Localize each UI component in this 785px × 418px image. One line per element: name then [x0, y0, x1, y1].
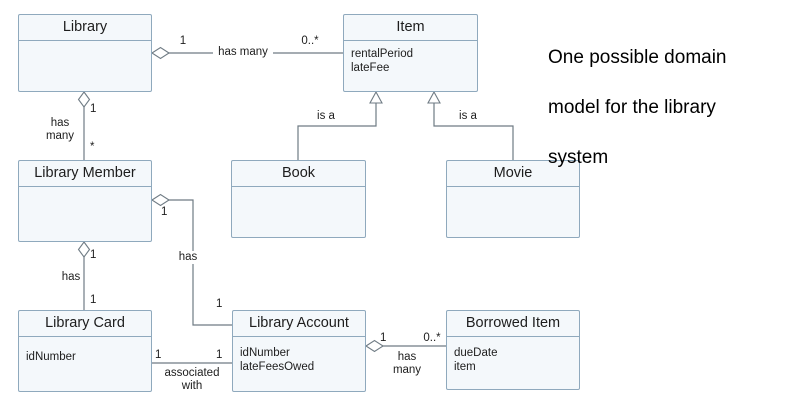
class-title-library-card: Library Card — [19, 311, 151, 337]
class-box-item[interactable]: Item rentalPeriod lateFee — [343, 14, 478, 92]
class-attributes-item: rentalPeriod lateFee — [344, 41, 477, 75]
class-attributes-library-card: idNumber — [19, 337, 151, 364]
aggregation-diamond-icon — [150, 46, 171, 60]
class-title-borrowed-item: Borrowed Item — [447, 311, 579, 337]
multiplicity-member-to-account-target: 1 — [216, 298, 223, 310]
edge-member-has-card — [77, 241, 91, 310]
edge-library-has-many-member — [77, 91, 91, 160]
class-title-movie: Movie — [447, 161, 579, 187]
edge-account-has-many-borrowed — [364, 339, 446, 353]
attribute-item: item — [454, 361, 476, 373]
edge-label-has-member-card: has — [61, 271, 81, 283]
edge-label-is-a-book: is a — [313, 110, 339, 123]
class-title-book: Book — [232, 161, 365, 187]
multiplicity-account-to-borrowed-target: 0..* — [423, 332, 441, 344]
multiplicity-library-to-member-target: * — [90, 141, 95, 153]
multiplicity-member-to-account-source: 1 — [161, 206, 168, 218]
class-attributes-borrowed-item: dueDate item — [447, 337, 579, 374]
multiplicity-card-to-account-target: 1 — [216, 349, 223, 361]
class-attributes-library-member — [19, 187, 151, 193]
class-box-library-card[interactable]: Library Card idNumber — [18, 310, 152, 392]
class-title-library: Library — [19, 15, 151, 41]
generalization-triangle-icon — [427, 90, 441, 104]
aggregation-diamond-icon — [364, 339, 385, 353]
aggregation-diamond-icon — [150, 193, 171, 207]
class-box-book[interactable]: Book — [231, 160, 366, 238]
class-title-library-account: Library Account — [233, 311, 365, 337]
class-title-item: Item — [344, 15, 477, 41]
attribute-late-fees-owed: lateFeesOwed — [240, 361, 315, 373]
caption-line-2: model for the library — [548, 97, 716, 118]
multiplicity-library-to-member-source: 1 — [90, 103, 97, 115]
multiplicity-library-to-item-target: 0..* — [301, 35, 319, 47]
attribute-late-fee: lateFee — [351, 62, 390, 74]
class-box-library-account[interactable]: Library Account idNumber lateFeesOwed — [232, 310, 366, 392]
caption-line-3: system — [548, 147, 609, 168]
aggregation-diamond-icon — [77, 91, 91, 108]
edge-label-has-member-account: has — [175, 251, 201, 264]
generalization-triangle-icon — [369, 90, 383, 104]
class-box-library[interactable]: Library — [18, 14, 152, 92]
edge-label-associated-with: associated with — [164, 367, 220, 392]
edge-label-has-many-library-item: has many — [213, 46, 273, 59]
edge-label-is-a-movie: is a — [455, 110, 481, 123]
multiplicity-member-to-card-target: 1 — [90, 294, 97, 306]
attribute-id-number: idNumber — [240, 347, 290, 359]
aggregation-diamond-icon — [77, 241, 91, 258]
class-attributes-library — [19, 41, 151, 47]
class-attributes-library-account: idNumber lateFeesOwed — [233, 337, 365, 374]
class-attributes-book — [232, 187, 365, 193]
multiplicity-member-to-card-source: 1 — [90, 249, 97, 261]
class-box-borrowed-item[interactable]: Borrowed Item dueDate item — [446, 310, 580, 390]
multiplicity-account-to-borrowed-source: 1 — [380, 332, 387, 344]
edge-label-has-many-library-member: has many — [45, 117, 75, 142]
attribute-due-date: dueDate — [454, 347, 498, 359]
class-box-library-member[interactable]: Library Member — [18, 160, 152, 242]
multiplicity-card-to-account-source: 1 — [155, 349, 162, 361]
caption-line-1: One possible domain — [548, 47, 727, 68]
class-attributes-movie — [447, 187, 579, 193]
edge-movie-is-a-item — [427, 90, 514, 160]
multiplicity-library-to-item-source: 1 — [179, 35, 187, 47]
attribute-id-number: idNumber — [26, 351, 76, 363]
class-title-library-member: Library Member — [19, 161, 151, 187]
edge-label-has-many-account-borrowed: has many — [392, 351, 422, 376]
edge-book-is-a-item — [297, 90, 383, 160]
class-box-movie[interactable]: Movie — [446, 160, 580, 238]
attribute-rental-period: rentalPeriod — [351, 48, 414, 60]
diagram-caption: One possible domain model for the librar… — [548, 20, 773, 170]
